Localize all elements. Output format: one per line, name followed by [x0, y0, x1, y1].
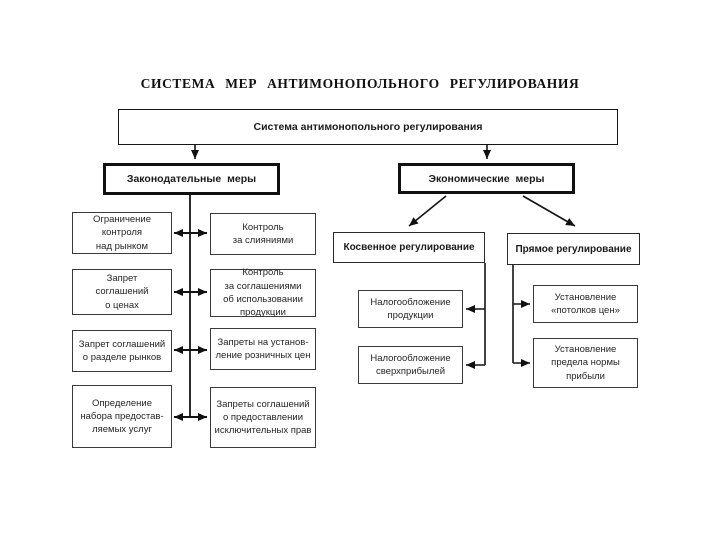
- node-exclusive-rights-ban: Запреты соглашений о предоставлении искл…: [210, 387, 316, 448]
- node-indirect-regulation: Косвенное регулирование: [333, 232, 485, 263]
- node-services-set-definition: Определение набора предостав- ляемых усл…: [72, 385, 172, 448]
- node-label: Налогообложение сверхприбылей: [370, 352, 451, 377]
- node-label: Ограничение контроля над рынком: [92, 214, 152, 252]
- node-direct-regulation: Прямое регулирование: [507, 233, 640, 265]
- node-label: Запрет соглашений о разделе рынков: [78, 338, 166, 363]
- node-market-split-ban: Запрет соглашений о разделе рынков: [72, 330, 172, 372]
- node-merger-control: Контроль за слияниями: [210, 213, 316, 255]
- node-product-taxation: Налогообложение продукции: [358, 290, 463, 328]
- node-product-use-agreement-control: Контроль за соглашениями об использовани…: [210, 267, 316, 319]
- page-title: СИСТЕМА МЕР АНТИМОНОПОЛЬНОГО РЕГУЛИРОВАН…: [140, 76, 580, 91]
- node-retail-price-setting-ban: Запреты на установ- ление розничных цен: [210, 328, 316, 370]
- arrow-economic-to-indirect: [408, 195, 447, 227]
- node-economic-measures: Экономические меры: [398, 163, 575, 194]
- node-label: Запреты на установ- ление розничных цен: [215, 336, 311, 361]
- node-label: Система антимонопольного регулирования: [253, 121, 483, 133]
- arrow-economic-to-direct: [522, 195, 576, 227]
- node-excess-profit-taxation: Налогообложение сверхприбылей: [358, 346, 463, 384]
- node-price-ceilings: Установление «потолков цен»: [533, 285, 638, 323]
- node-market-control-limit: Ограничение контроля над рынком: [72, 212, 172, 254]
- node-root-system: Система антимонопольного регулирования: [118, 109, 618, 145]
- node-legislative-measures: Законодательные меры: [103, 163, 280, 195]
- node-label: Прямое регулирование: [515, 243, 632, 255]
- node-label: Косвенное регулирование: [343, 242, 475, 253]
- node-label: Законодательные меры: [126, 173, 257, 185]
- node-label: Контроль за слияниями: [232, 221, 294, 246]
- node-label: Запрет соглашений о ценах: [95, 273, 149, 311]
- node-label: Налогообложение продукции: [370, 296, 451, 321]
- node-label: Установление «потолков цен»: [551, 291, 620, 316]
- node-label: Запреты соглашений о предоставлении искл…: [214, 398, 312, 437]
- node-label: Определение набора предостав- ляемых усл…: [80, 397, 164, 436]
- node-price-agreement-ban: Запрет соглашений о ценах: [72, 269, 172, 315]
- node-label: Установление предела нормы прибыли: [551, 344, 620, 382]
- node-label: Экономические меры: [428, 172, 545, 185]
- node-profit-rate-limit: Установление предела нормы прибыли: [533, 338, 638, 388]
- node-label: Контроль за соглашениями об использовани…: [223, 267, 303, 319]
